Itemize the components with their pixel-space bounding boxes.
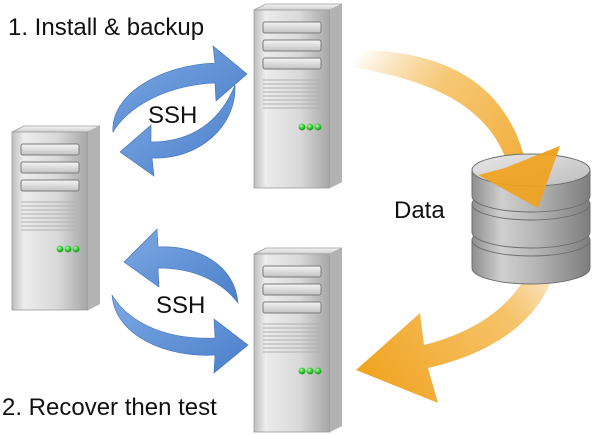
ssh-arrows-bottom (111, 228, 249, 374)
data-label: Data (394, 197, 445, 224)
server-icon (253, 247, 343, 433)
step-install-backup-label: 1. Install & backup (8, 14, 205, 41)
data-restore-arrow (356, 235, 560, 403)
ssh-arrows-top (112, 45, 248, 177)
ssh-label-top: SSH (148, 102, 198, 129)
ssh-label-bottom: SSH (156, 292, 206, 319)
step-recover-test-label: 2. Recover then test (2, 394, 217, 421)
server-icon (11, 125, 101, 311)
data-backup-arrowhead (478, 146, 560, 208)
server-icon (253, 3, 343, 189)
